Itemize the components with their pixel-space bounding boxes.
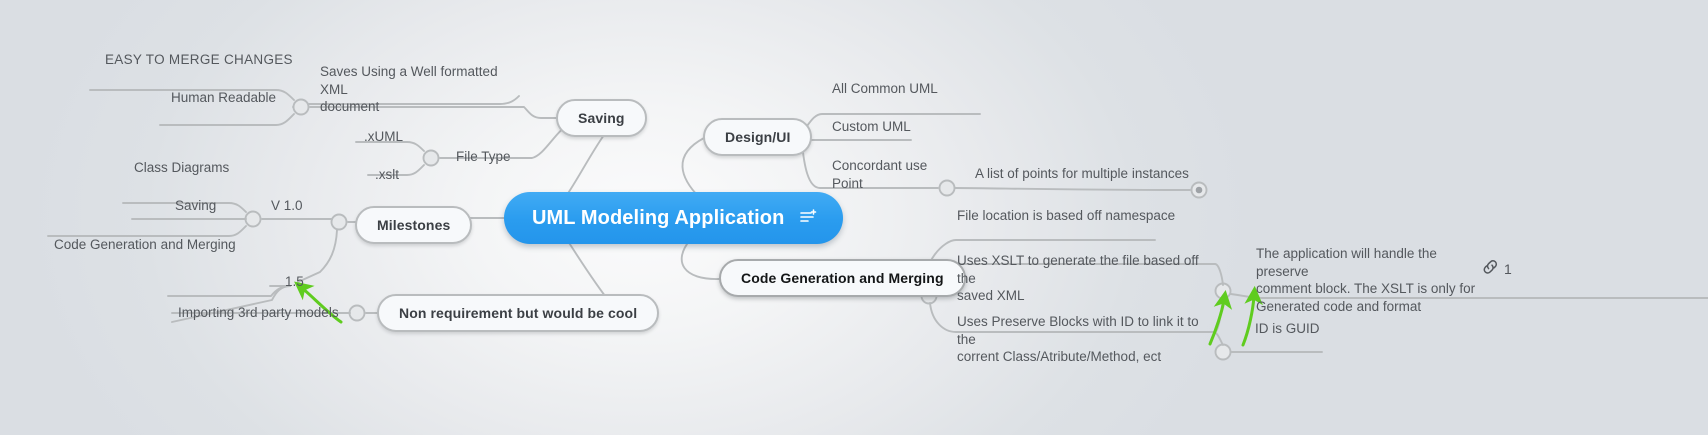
leaf-file-type[interactable]: File Type xyxy=(456,149,511,164)
leaf-code-generation-and-merging-milestone[interactable]: Code Generation and Merging xyxy=(54,237,236,252)
node-milestones-label: Milestones xyxy=(377,217,451,233)
leaf-application-handles-preserve[interactable]: The application will handle the preserve… xyxy=(1256,246,1476,314)
node-non-requirement[interactable]: Non requirement but would be cool xyxy=(377,294,660,332)
note-add-icon[interactable] xyxy=(800,207,817,230)
node-design-ui-label: Design/UI xyxy=(725,129,791,145)
relationship-arrow-guid-right xyxy=(1241,285,1263,347)
leaf-uses-preserve-blocks[interactable]: Uses Preserve Blocks with ID to link it … xyxy=(957,314,1199,364)
leaf-xslt[interactable]: .xslt xyxy=(375,167,400,182)
leaf-saving-milestone[interactable]: Saving xyxy=(175,198,217,213)
node-code-generation-and-merging[interactable]: Code Generation and Merging xyxy=(719,259,966,297)
leaf-1-5[interactable]: 1.5 xyxy=(285,274,304,289)
leaf-class-diagrams[interactable]: Class Diagrams xyxy=(134,160,230,175)
leaf-file-location-namespace[interactable]: File location is based off namespace xyxy=(957,208,1176,223)
leaf-id-is-guid[interactable]: ID is GUID xyxy=(1255,321,1320,336)
leaf-saves-using-xml[interactable]: Saves Using a Well formatted XML documen… xyxy=(320,64,498,114)
leaf-uses-xslt[interactable]: Uses XSLT to generate the file based off… xyxy=(957,253,1199,303)
node-milestones[interactable]: Milestones xyxy=(355,206,473,244)
root-node[interactable]: UML Modeling Application xyxy=(504,192,844,244)
node-saving-label: Saving xyxy=(578,110,625,126)
leaf-importing-3rd-party-models[interactable]: Importing 3rd party models xyxy=(178,305,339,320)
leaf-v1-0[interactable]: V 1.0 xyxy=(271,198,303,213)
node-saving[interactable]: Saving xyxy=(556,99,647,137)
leaf-all-common-uml[interactable]: All Common UML xyxy=(832,81,938,96)
node-non-requirement-label: Non requirement but would be cool xyxy=(399,305,638,321)
leaf-xuml[interactable]: .xUML xyxy=(364,129,404,144)
leaf-custom-uml[interactable]: Custom UML xyxy=(832,119,911,134)
node-design-ui[interactable]: Design/UI xyxy=(703,118,813,156)
leaf-human-readable[interactable]: Human Readable xyxy=(171,90,277,105)
node-code-generation-label: Code Generation and Merging xyxy=(741,270,944,286)
root-node-label: UML Modeling Application xyxy=(532,206,785,229)
link-badge[interactable]: 1 xyxy=(1483,260,1512,277)
leaf-easy-to-merge-changes[interactable]: EASY TO MERGE CHANGES xyxy=(105,52,293,67)
leaf-list-of-points[interactable]: A list of points for multiple instances xyxy=(975,166,1189,181)
leaf-concordant-use-point[interactable]: Concordant use Point xyxy=(832,158,928,191)
chain-link-icon xyxy=(1483,260,1498,277)
link-count-label: 1 xyxy=(1504,260,1512,277)
